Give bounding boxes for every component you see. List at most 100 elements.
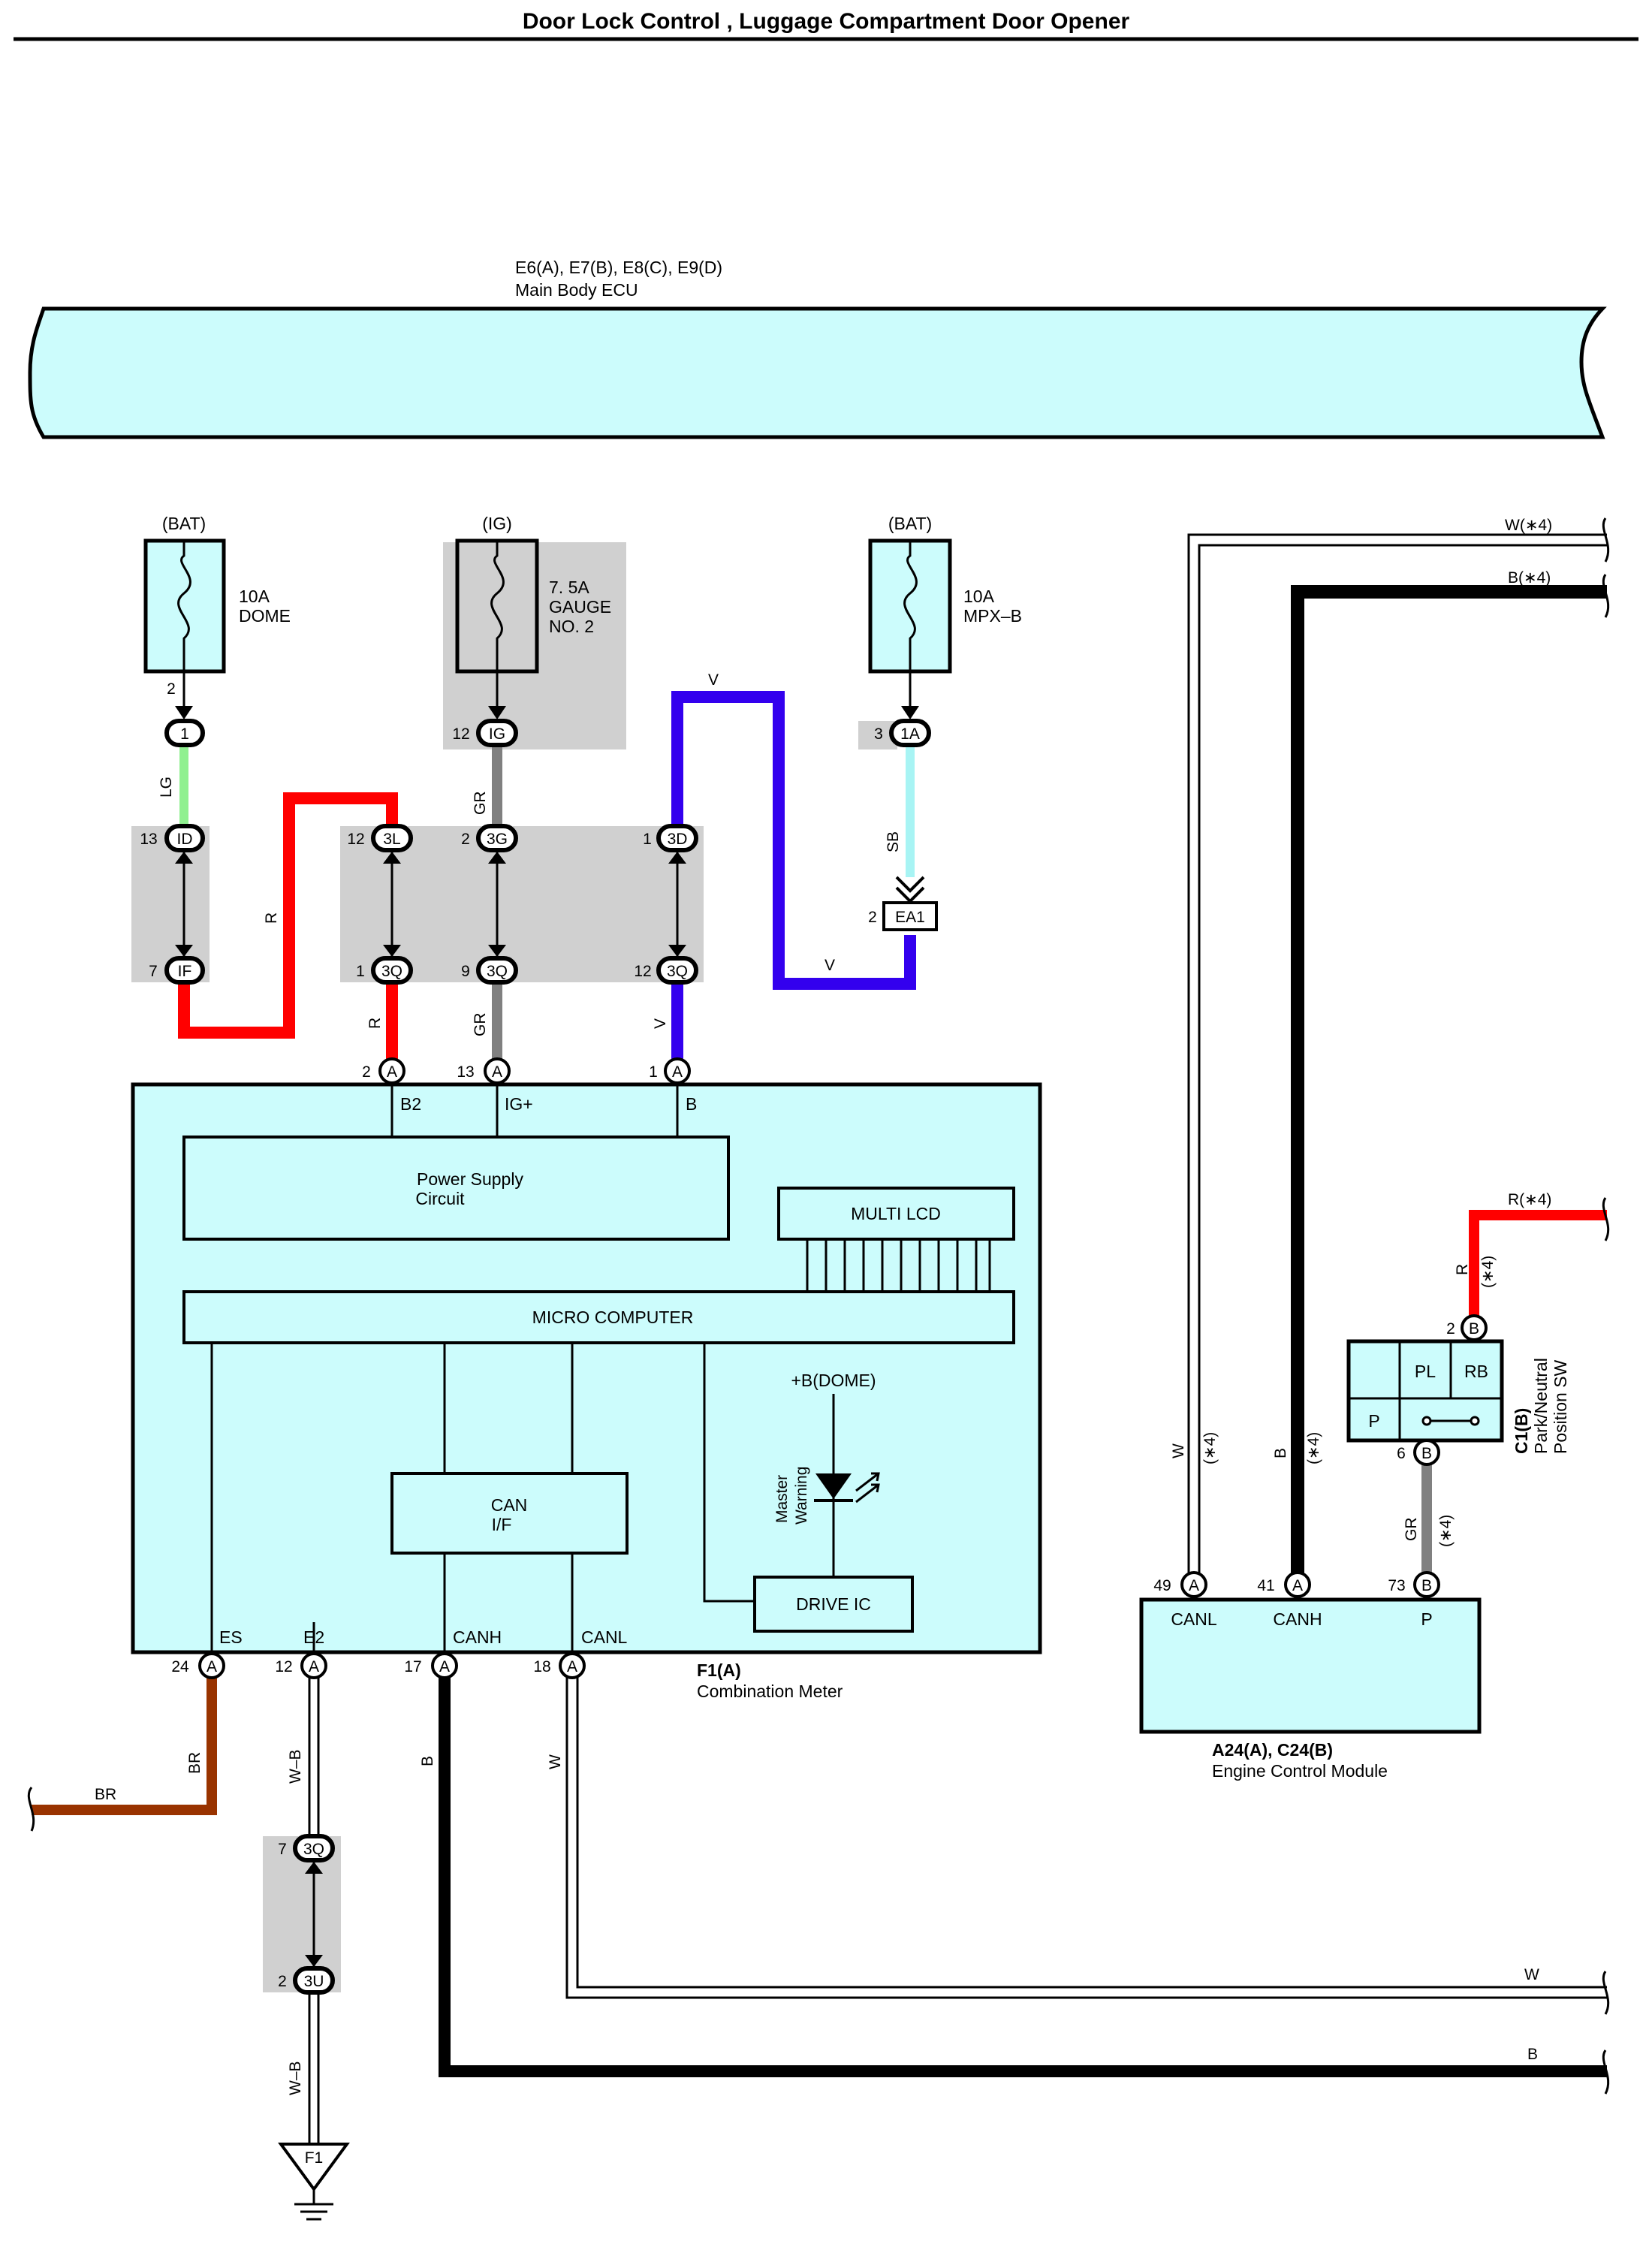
meter-pin-18-letter: A <box>567 1658 577 1675</box>
ecm-pin-41-num: 41 <box>1257 1577 1274 1594</box>
fuse-gauge-name2: NO. 2 <box>549 617 594 636</box>
label-r-sw-star: (∗4) <box>1479 1256 1497 1288</box>
power-supply-box <box>182 1136 730 1241</box>
label-r-meter: R <box>366 1018 384 1029</box>
ecm-terminal-p: P <box>1421 1609 1432 1629</box>
junction-shade-left <box>131 826 210 982</box>
label-w-ecm-star: (∗4) <box>1201 1432 1219 1464</box>
wire-br <box>32 1661 217 1815</box>
break-r-star <box>1602 1197 1610 1241</box>
meter-pin-13-letter: A <box>492 1063 502 1081</box>
can-if-box <box>390 1472 629 1555</box>
connector-ig-pin: 12 <box>452 725 469 743</box>
connector-ig-pill <box>476 719 518 747</box>
multi-lcd-box <box>777 1187 1015 1241</box>
drive-ic-box <box>753 1576 914 1633</box>
label-b-right: B <box>1527 2046 1538 2063</box>
label-br: BR <box>95 1786 116 1803</box>
connector-3q-b-label: 3Q <box>487 963 508 980</box>
connector-3q-b: 3Q 9 <box>461 956 518 985</box>
connector-if-label: IF <box>178 963 192 980</box>
break-w-star <box>1602 517 1610 562</box>
wire-r-star <box>1469 1210 1607 1326</box>
label-lg: LG <box>158 777 175 798</box>
connector-3g: 3G 2 <box>461 824 518 852</box>
label-b-ecm-star: (∗4) <box>1305 1432 1322 1464</box>
meter-pin-17-circle <box>431 1652 458 1679</box>
connector-ig-label: IG <box>489 725 505 743</box>
main-body-ecu-name: Main Body ECU <box>515 280 638 300</box>
label-b-star: B(∗4) <box>1508 569 1551 587</box>
fuse-dome-rating: 10A <box>239 587 270 606</box>
fuse-mpx-b-name: MPX–B <box>963 606 1022 626</box>
junction-shade-ground <box>263 1836 341 1992</box>
ecm-pin-49-num: 49 <box>1153 1577 1171 1594</box>
fuse-gauge-source: (IG) <box>482 514 512 533</box>
connector-1-label: 1 <box>180 725 189 743</box>
connector-3q-a-pin: 1 <box>356 963 365 980</box>
connector-3g-label: 3G <box>487 831 508 848</box>
terminal-canh: CANH <box>453 1627 502 1647</box>
meter-pin-24-letter: A <box>206 1658 217 1675</box>
wire-w-canl-b <box>576 1661 1607 1989</box>
drive-ic-label: DRIVE IC <box>796 1594 871 1614</box>
connector-3d-label: 3D <box>668 831 688 848</box>
ecm-pin-73-letter: B <box>1421 1577 1432 1594</box>
label-gr-ecm-star: (∗4) <box>1437 1515 1455 1547</box>
connector-3q-c: 3Q 12 <box>634 956 698 985</box>
terminal-b2: B2 <box>400 1094 421 1114</box>
meter-pin-17-num: 17 <box>404 1658 421 1675</box>
wire-b-star <box>1291 585 1607 1583</box>
connector-1a-pill <box>889 719 931 747</box>
warning-led-icon <box>815 1473 852 1499</box>
ecm-pin-73-circle <box>1413 1571 1440 1598</box>
light-rays-icon <box>855 1472 880 1504</box>
connector-3q-b-pin: 9 <box>461 963 470 980</box>
fuse-dome-name: DOME <box>239 606 291 626</box>
sw-pin-2-num: 2 <box>1446 1320 1455 1338</box>
break-b-star <box>1602 574 1610 618</box>
arrows-3q-3u <box>305 1862 323 1967</box>
break-w <box>1602 1971 1610 2015</box>
meter-pin-18-circle <box>559 1652 586 1679</box>
label-b-ecm: B <box>1272 1448 1289 1458</box>
connector-3l-label: 3L <box>383 831 400 848</box>
connector-1a: 1A 3 <box>874 719 931 747</box>
ecm-terminal-canh: CANH <box>1273 1609 1322 1629</box>
ecm-pin-49-letter: A <box>1189 1577 1199 1594</box>
connector-3u-label: 3U <box>304 1973 324 1990</box>
meter-pin-12-letter: A <box>309 1658 319 1675</box>
multi-lcd-label: MULTI LCD <box>851 1204 941 1223</box>
fuse-dome-symbol <box>177 541 191 671</box>
label-br-vertical: BR <box>186 1752 203 1774</box>
label-r-star: R(∗4) <box>1508 1191 1551 1208</box>
ground-f1-triangle <box>278 2143 350 2192</box>
label-w-right: W <box>1524 1966 1539 1983</box>
terminal-canl: CANL <box>581 1627 628 1647</box>
ecm-name: Engine Control Module <box>1212 1761 1388 1781</box>
fuse-dome-source: (BAT) <box>162 514 206 533</box>
ground-f1: F1 <box>278 2143 350 2221</box>
wire-b-canh <box>439 1661 1607 2077</box>
fuse-gauge-symbol <box>490 541 505 671</box>
connector-id-label: ID <box>177 831 193 848</box>
can-if-line1: CAN <box>491 1495 528 1515</box>
meter-pin-18-num: 18 <box>533 1658 550 1675</box>
park-neutral-switch: B 2 PL RB P B 6 C1(B) Park/Neutral Posit… <box>1346 1314 1570 1466</box>
meter-pin-12-circle <box>300 1652 327 1679</box>
sw-contact-a <box>1421 1416 1432 1426</box>
label-wb-top: W–B <box>287 1749 304 1784</box>
connector-id-pin: 13 <box>140 831 157 848</box>
connector-3g-pin: 2 <box>461 831 470 848</box>
wire-w-canl-a <box>565 1661 1607 1999</box>
can-if-line2: I/F <box>492 1515 512 1534</box>
terminal-es: ES <box>219 1627 243 1647</box>
sw-pin-6-circle <box>1413 1439 1440 1466</box>
junction-links <box>175 850 686 958</box>
label-w-canl: W <box>547 1754 564 1769</box>
dome-supply-label: +B(DOME) <box>791 1371 876 1390</box>
connector-ea1-pin: 2 <box>868 909 877 926</box>
terminal-b: B <box>686 1094 697 1114</box>
meter-pin-1-letter: A <box>672 1063 683 1081</box>
connector-1-pin: 2 <box>167 680 176 698</box>
